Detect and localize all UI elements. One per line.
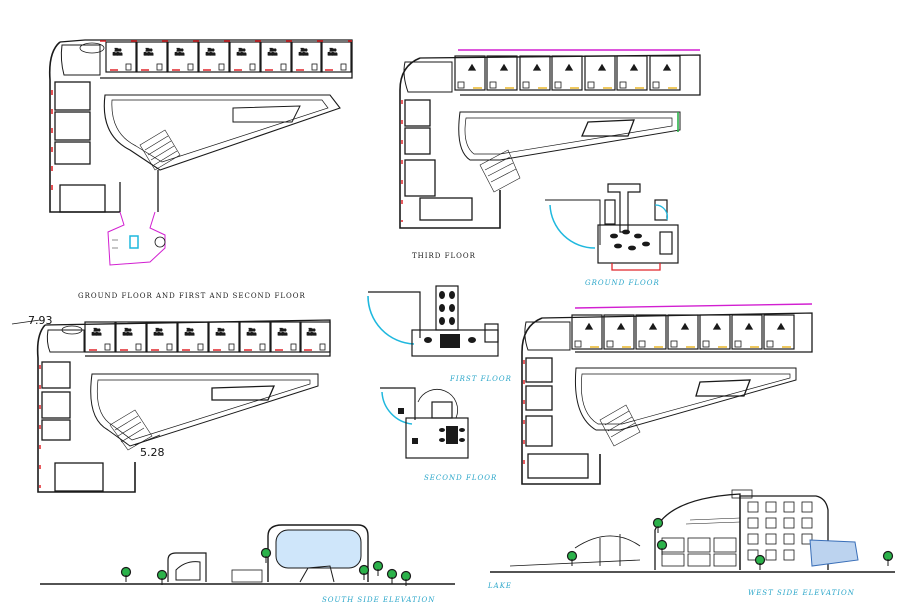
elevation-south-side: [40, 524, 455, 587]
elevation-west-side: [490, 489, 895, 573]
plan-second-floor: [380, 387, 469, 459]
plan-right-bottom: [521, 303, 813, 485]
plan-third-floor: [399, 49, 701, 229]
plan-ground-first-second: [48, 39, 353, 266]
label-second-floor: SECOND FLOOR: [424, 474, 497, 482]
label-ground-first-second-floor: GROUND FLOOR AND FIRST AND SECOND FLOOR: [78, 292, 306, 300]
label-third-floor: THIRD FLOOR: [412, 252, 476, 260]
dimension-bottom: 5.28: [140, 446, 165, 459]
dimension-top: 7.93: [28, 314, 53, 327]
plan-ground-floor-small: [545, 183, 679, 271]
label-south-side-elevation: SOUTH SIDE ELEVATION: [322, 596, 435, 604]
label-first-floor: FIRST FLOOR: [449, 375, 512, 383]
label-ground-floor: GROUND FLOOR: [585, 279, 660, 287]
plan-first-floor: [367, 285, 499, 357]
label-west-side-elevation: WEST SIDE ELEVATION: [748, 589, 855, 597]
label-lake: LAKE: [487, 582, 512, 590]
plan-left-bottom: [11, 319, 331, 493]
